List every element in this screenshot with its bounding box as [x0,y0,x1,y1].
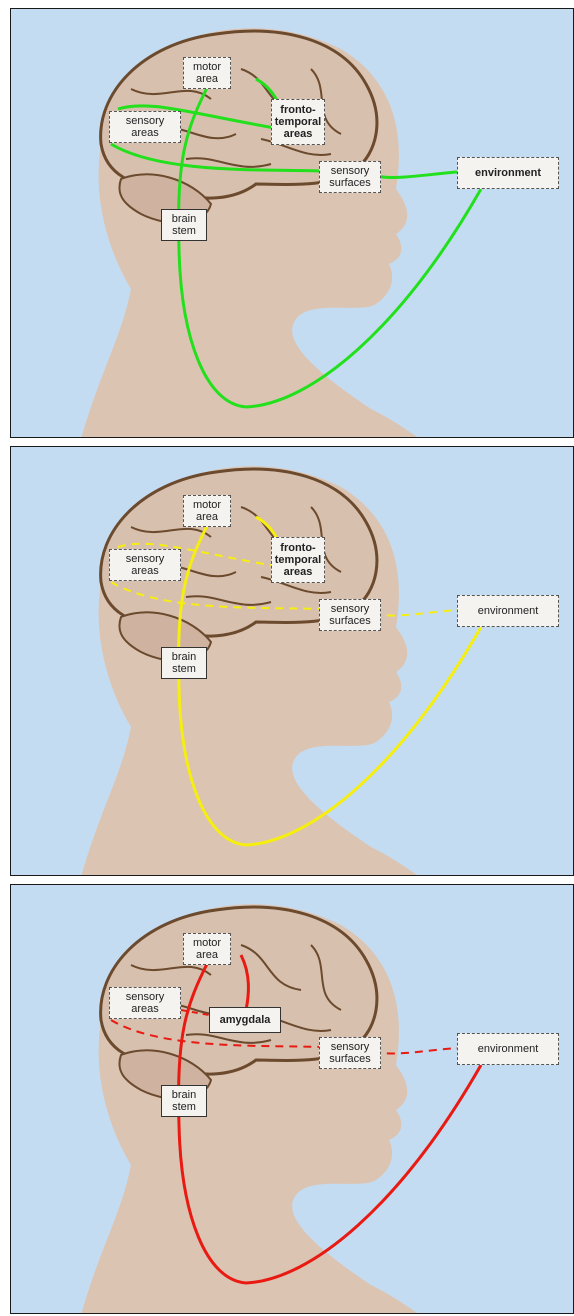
fronto-temporal-areas-label: fronto- temporal areas [271,99,325,145]
solid-path-loop [177,521,483,847]
panel-2-figure [81,466,483,875]
amygdala-label: amygdala [209,1007,281,1033]
panel-3: motor area sensory areas amygdala sensor… [10,884,574,1314]
dashed-path-sensory [117,542,282,568]
panel-2: motor area sensory areas fronto- tempora… [10,446,574,876]
sensory-surfaces-label: sensory surfaces [319,161,381,193]
solid-path-loop [177,83,483,409]
motor-area-label: motor area [183,57,231,89]
environment-label: environment [457,595,559,627]
dashed-path-surfaces [110,581,458,617]
fronto-temporal-areas-label: fronto- temporal areas [271,537,325,583]
solid-path-loop [177,959,483,1285]
panel-1-figure [81,28,483,437]
sensory-areas-label: sensory areas [109,111,181,143]
solid-path-surfaces [110,142,458,179]
sensory-surfaces-label: sensory surfaces [319,1037,381,1069]
brain-stem-label: brain stem [161,209,207,241]
panel-3-figure [81,904,483,1313]
sensory-surfaces-label: sensory surfaces [319,599,381,631]
brain-stem-label: brain stem [161,1085,207,1117]
motor-area-label: motor area [183,933,231,965]
brain-folds [130,944,342,1044]
dashed-path-sensory [180,1009,210,1016]
sensory-areas-label: sensory areas [109,549,181,581]
brain-stem-label: brain stem [161,647,207,679]
sensory-areas-label: sensory areas [109,987,181,1019]
motor-area-label: motor area [183,495,231,527]
panel-1: motor area sensory areas fronto- tempora… [10,8,574,438]
dashed-path-surfaces [110,1019,458,1055]
solid-path-amygdala [239,954,250,1011]
environment-label: environment [457,157,559,189]
environment-label: environment [457,1033,559,1065]
